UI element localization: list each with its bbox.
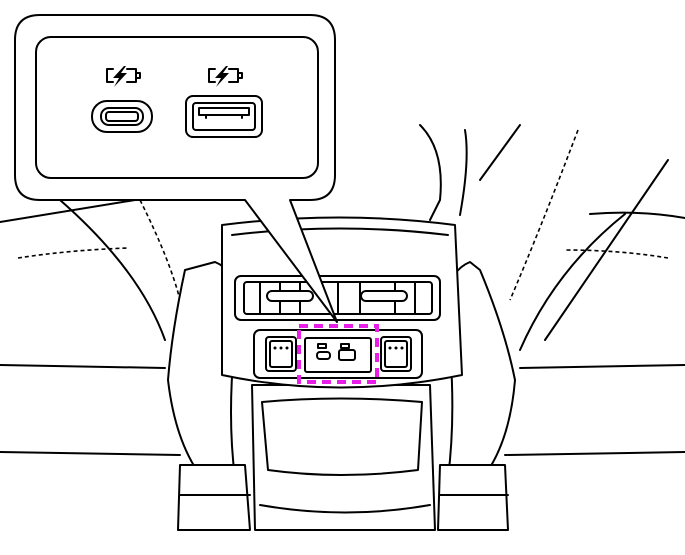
- seat-heater-button-right[interactable]: [380, 336, 412, 372]
- usb-a-port-icon: [185, 95, 263, 138]
- center-headrest: [419, 124, 521, 221]
- highlight-box: [297, 324, 379, 384]
- rear-console: [221, 216, 463, 389]
- usb-c-port-small[interactable]: [316, 351, 331, 360]
- right-door-lines: [504, 129, 685, 456]
- vent-knob-left[interactable]: [266, 290, 314, 302]
- usb-c-port-icon: [91, 100, 153, 133]
- vent-knob-right[interactable]: [360, 290, 408, 302]
- callout: [14, 14, 338, 323]
- battery-charging-icon: [208, 66, 243, 87]
- battery-charging-icon: [106, 66, 141, 87]
- usb-a-port-small[interactable]: [338, 349, 356, 361]
- right-seat: [437, 261, 516, 531]
- center-bin: [251, 384, 436, 531]
- usb-port-panel: [304, 337, 372, 373]
- left-door-lines: [0, 199, 181, 456]
- seat-heater-button-left[interactable]: [265, 336, 297, 372]
